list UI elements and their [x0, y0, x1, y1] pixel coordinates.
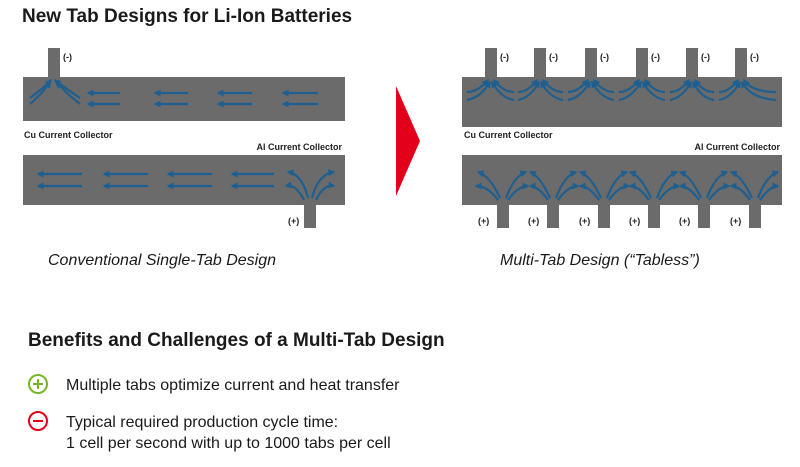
- positive-tab-label: (+): [579, 216, 590, 226]
- negative-tab-label: (-): [701, 52, 710, 62]
- positive-tab-label: (+): [730, 216, 741, 226]
- minus-circle-icon: [28, 411, 48, 431]
- al-label: Al Current Collector: [694, 142, 780, 152]
- cu-current-arrows: [29, 78, 318, 108]
- cu-current-arrows: [466, 78, 777, 102]
- challenge-line-2: 1 cell per second with up to 1000 tabs p…: [66, 435, 391, 452]
- tab-design-diagram: (-) Cu Current Collector Al Current Coll…: [23, 48, 782, 228]
- right-arrow-icon: [396, 86, 420, 196]
- cu-collector-bar: [23, 77, 345, 121]
- benefit-text: Multiple tabs optimize current and heat …: [66, 377, 400, 394]
- al-label: Al Current Collector: [256, 142, 342, 152]
- positive-tab-label: (+): [629, 216, 640, 226]
- al-collector-bar: [23, 155, 345, 205]
- negative-tab-label: (-): [500, 52, 509, 62]
- negative-tab-label: (-): [549, 52, 558, 62]
- page-title: New Tab Designs for Li-Ion Batteries: [22, 6, 353, 27]
- al-current-arrows: [474, 170, 780, 201]
- positive-tab-label: (+): [478, 216, 489, 226]
- positive-tab-label: (+): [288, 216, 299, 226]
- negative-tab-label: (-): [750, 52, 759, 62]
- negative-tab-label: (-): [63, 52, 72, 62]
- multi-tab-design: (-) (-) (-) (-) (-) (-) Cu Current Colle…: [462, 48, 782, 228]
- challenge-text: Typical required production cycle time: …: [66, 412, 391, 454]
- benefits-heading: Benefits and Challenges of a Multi-Tab D…: [28, 330, 445, 351]
- positive-tabs: [497, 204, 761, 228]
- conventional-design: (-) Cu Current Collector Al Current Coll…: [23, 48, 345, 228]
- positive-tab-label: (+): [528, 216, 539, 226]
- positive-tab-label: (+): [679, 216, 690, 226]
- positive-tab: [304, 204, 316, 228]
- challenge-line-1: Typical required production cycle time:: [66, 414, 339, 431]
- negative-tab: [48, 48, 60, 78]
- negative-tabs: [485, 48, 747, 78]
- positive-tab-labels: (+) (+) (+) (+) (+) (+): [478, 216, 741, 226]
- cu-label: Cu Current Collector: [24, 130, 113, 140]
- negative-tab-label: (-): [651, 52, 660, 62]
- conventional-caption: Conventional Single-Tab Design: [48, 252, 276, 269]
- negative-tab-label: (-): [600, 52, 609, 62]
- cu-collector-bar: [462, 77, 782, 127]
- cu-label: Cu Current Collector: [464, 130, 553, 140]
- plus-circle-icon: [28, 374, 48, 394]
- negative-tab-labels: (-) (-) (-) (-) (-) (-): [500, 52, 759, 62]
- multi-tab-caption: Multi-Tab Design (“Tabless”): [500, 252, 700, 269]
- al-current-arrows: [36, 169, 336, 201]
